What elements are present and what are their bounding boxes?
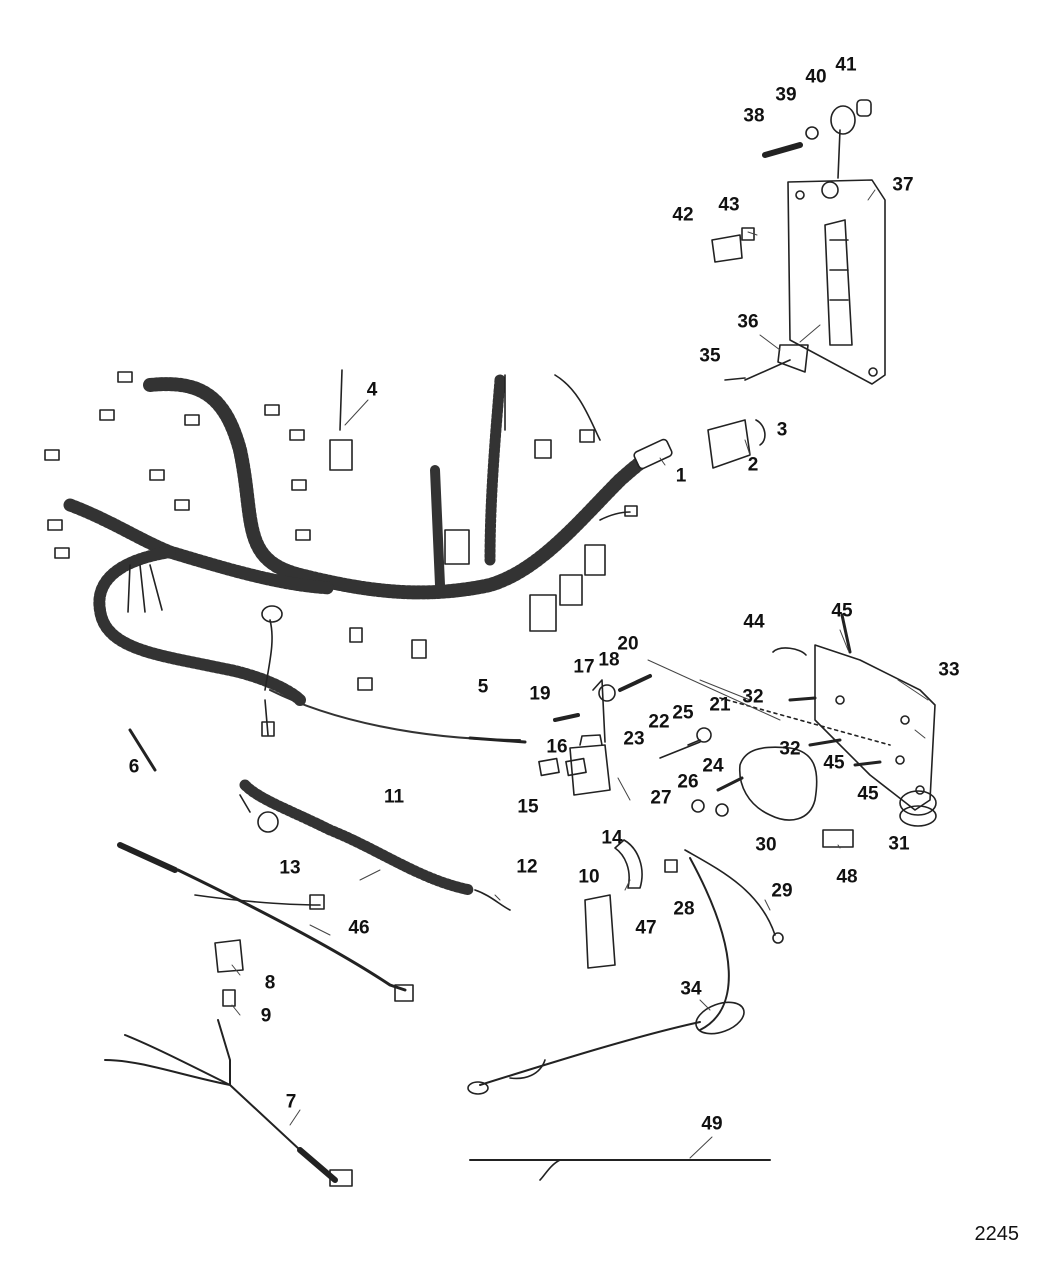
callout-32b: 32 bbox=[779, 738, 801, 760]
main-harness bbox=[44, 369, 673, 744]
callout-43: 43 bbox=[718, 194, 740, 216]
callout-49: 49 bbox=[701, 1113, 723, 1135]
callout-26: 26 bbox=[677, 771, 699, 793]
callout-38: 38 bbox=[743, 105, 765, 127]
callout-2: 2 bbox=[747, 454, 759, 476]
callout-18: 18 bbox=[598, 649, 620, 671]
ecm-module bbox=[707, 99, 886, 469]
callout-39: 39 bbox=[775, 84, 797, 106]
callout-24: 24 bbox=[702, 755, 724, 777]
callout-27: 27 bbox=[650, 787, 672, 809]
callout-40: 40 bbox=[805, 66, 827, 88]
callout-31: 31 bbox=[888, 833, 910, 855]
callout-9: 9 bbox=[260, 1005, 272, 1027]
callout-13: 13 bbox=[279, 857, 301, 879]
figure-number: 2245 bbox=[974, 1223, 1020, 1245]
callout-35: 35 bbox=[699, 345, 721, 367]
solenoid-assembly bbox=[538, 674, 854, 969]
callout-29: 29 bbox=[771, 880, 793, 902]
callout-15: 15 bbox=[517, 796, 539, 818]
callout-10: 10 bbox=[578, 866, 600, 888]
callout-5: 5 bbox=[477, 676, 489, 698]
callout-45c: 45 bbox=[857, 783, 879, 805]
callout-47: 47 bbox=[635, 917, 657, 939]
callout-45b: 45 bbox=[823, 752, 845, 774]
callout-45a: 45 bbox=[831, 600, 853, 622]
callout-8: 8 bbox=[264, 972, 276, 994]
callout-28: 28 bbox=[673, 898, 695, 920]
callout-46: 46 bbox=[348, 917, 370, 939]
callout-34: 34 bbox=[680, 978, 702, 1000]
mounting-bracket bbox=[719, 613, 937, 827]
callout-41: 41 bbox=[835, 54, 857, 76]
callout-17: 17 bbox=[573, 656, 595, 678]
callout-23: 23 bbox=[623, 728, 645, 750]
callout-22: 22 bbox=[648, 711, 670, 733]
callout-30: 30 bbox=[755, 834, 777, 856]
leader-lines bbox=[231, 189, 929, 1159]
callout-14: 14 bbox=[601, 827, 623, 849]
callout-3: 3 bbox=[776, 419, 788, 441]
callout-37: 37 bbox=[892, 174, 914, 196]
callout-12: 12 bbox=[516, 856, 538, 878]
callout-19: 19 bbox=[529, 683, 551, 705]
callout-25: 25 bbox=[672, 702, 694, 724]
callout-21: 21 bbox=[709, 694, 731, 716]
callout-4: 4 bbox=[366, 379, 378, 401]
sub-harnesses bbox=[104, 728, 784, 1187]
callout-48: 48 bbox=[836, 866, 858, 888]
callout-32a: 32 bbox=[742, 686, 764, 708]
callout-42: 42 bbox=[672, 204, 694, 226]
callout-44: 44 bbox=[743, 611, 765, 633]
callout-1: 1 bbox=[675, 465, 687, 487]
callout-6: 6 bbox=[128, 756, 140, 778]
callout-20: 20 bbox=[617, 633, 639, 655]
callout-33: 33 bbox=[938, 659, 960, 681]
callout-16: 16 bbox=[546, 736, 568, 758]
callout-36: 36 bbox=[737, 311, 759, 333]
callout-7: 7 bbox=[285, 1091, 297, 1113]
callout-11: 11 bbox=[383, 786, 405, 808]
